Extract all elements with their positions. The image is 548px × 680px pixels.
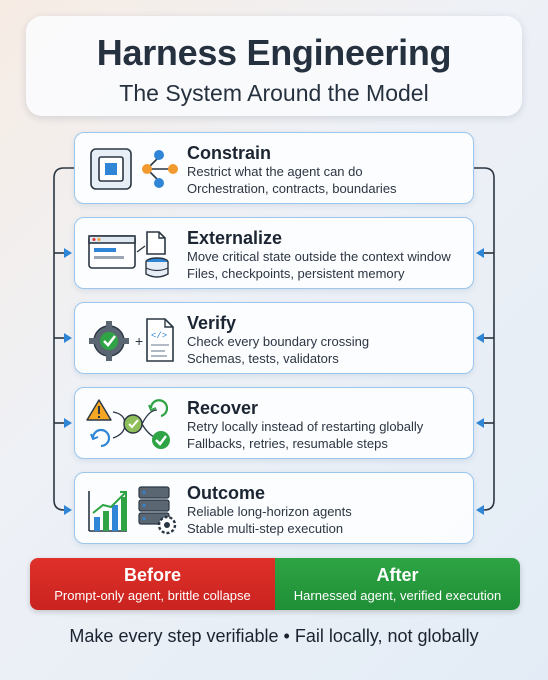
step-details: Files, checkpoints, persistent memory	[187, 265, 405, 281]
arrow-left-3	[64, 333, 72, 343]
step-card-recover: Recover Retry locally instead of restart…	[74, 387, 474, 459]
before-after-comparison: Before Prompt-only agent, brittle collap…	[30, 558, 520, 610]
footer-tagline: Make every step verifiable • Fail locall…	[69, 626, 479, 646]
flow-connectors	[53, 167, 495, 515]
gear-check-icon	[89, 321, 129, 361]
svg-text:</>: </>	[151, 331, 167, 341]
arrow-left-2	[64, 248, 72, 258]
step-title: Constrain	[187, 143, 272, 163]
step-title: Outcome	[187, 483, 266, 503]
file-icon	[146, 231, 166, 255]
step-description: Check every boundary crossing	[187, 334, 370, 349]
retry-arrows-icon	[90, 428, 111, 448]
code-document-icon: </>	[146, 318, 174, 362]
arrow-right-3	[476, 333, 484, 343]
page-title: Harness Engineering	[96, 32, 452, 73]
arrow-left-4	[64, 418, 72, 428]
step-description: Restrict what the agent can do	[187, 164, 363, 179]
before-panel: Before Prompt-only agent, brittle collap…	[30, 558, 275, 610]
server-gear-icon	[138, 486, 177, 535]
before-description: Prompt-only agent, brittle collapse	[54, 588, 251, 603]
step-description: Move critical state outside the context …	[187, 249, 451, 264]
bar-chart-icon	[88, 491, 127, 532]
step-card-constrain: Constrain Restrict what the agent can do…	[74, 132, 474, 204]
warning-icon	[86, 399, 112, 421]
step-card-verify: + </> Verify Check every boundary crossi…	[74, 302, 474, 374]
central-check-node-icon	[123, 414, 143, 434]
arrow-right-2	[476, 248, 484, 258]
before-title: Before	[123, 565, 181, 585]
refresh-icon	[148, 399, 169, 418]
step-details: Stable multi-step execution	[187, 520, 344, 536]
arrow-right-4	[476, 418, 484, 428]
browser-window-icon	[88, 235, 136, 269]
step-title: Recover	[187, 398, 259, 418]
step-card-externalize: Externalize Move critical state outside …	[74, 217, 474, 289]
step-title: Verify	[187, 313, 237, 333]
arrow-left-5	[64, 505, 72, 515]
after-description: Harnessed agent, verified execution	[293, 588, 502, 603]
arrow-right-5	[476, 505, 484, 515]
step-card-outcome: Outcome Reliable long-horizon agents Sta…	[74, 472, 474, 544]
svg-text:+: +	[135, 333, 143, 349]
success-check-icon	[152, 431, 170, 449]
step-details: Fallbacks, retries, resumable steps	[187, 435, 388, 451]
left-connector-line	[53, 167, 74, 511]
step-details: Schemas, tests, validators	[187, 350, 339, 366]
step-description: Reliable long-horizon agents	[187, 504, 352, 519]
chip-icon	[90, 148, 132, 190]
step-title: Externalize	[187, 228, 283, 248]
title-card: Harness Engineering The System Around th…	[26, 16, 522, 116]
orchestration-nodes-icon	[142, 150, 178, 188]
page-subtitle: The System Around the Model	[119, 80, 429, 106]
right-connector-line	[474, 167, 495, 511]
step-description: Retry locally instead of restarting glob…	[187, 419, 424, 434]
after-title: After	[376, 565, 419, 585]
database-icon	[145, 257, 169, 278]
step-details: Orchestration, contracts, boundaries	[187, 180, 397, 196]
after-panel: After Harnessed agent, verified executio…	[275, 558, 520, 610]
